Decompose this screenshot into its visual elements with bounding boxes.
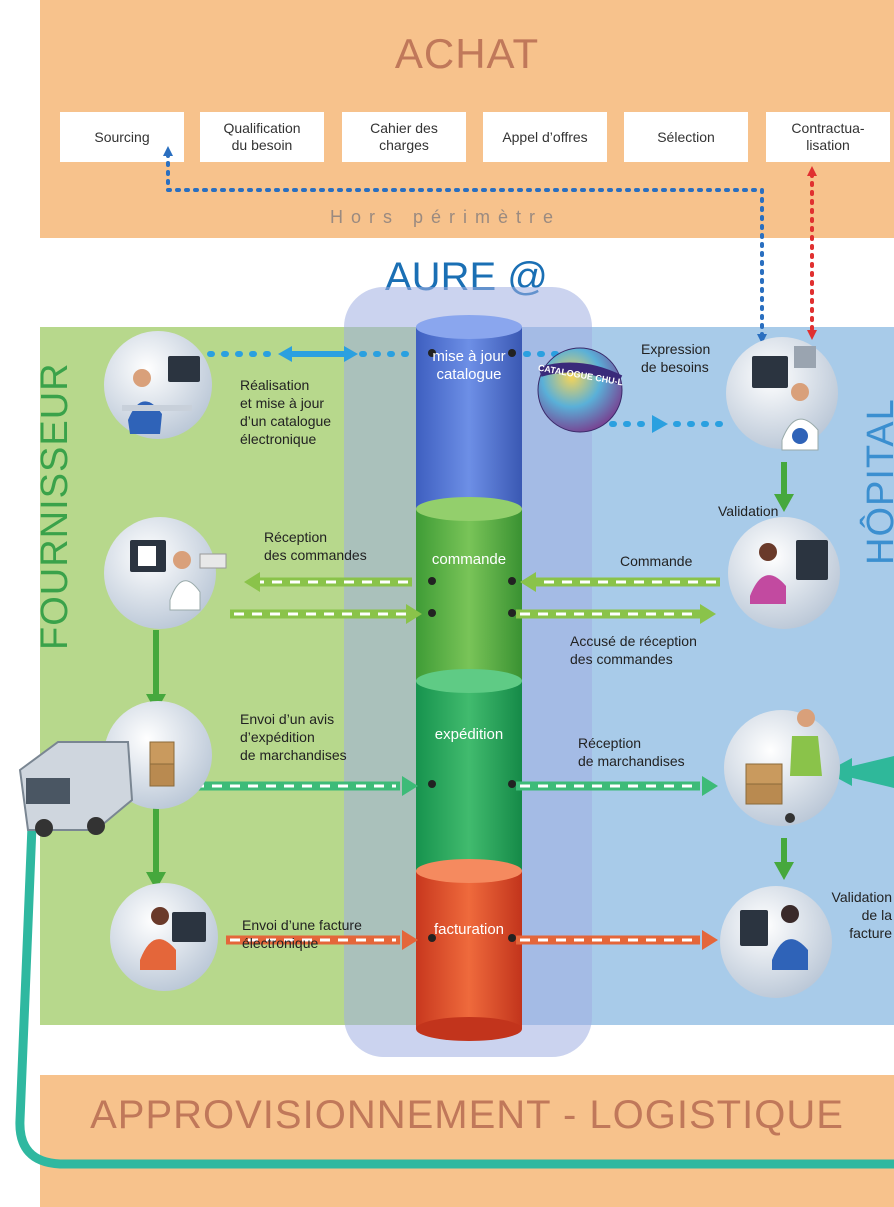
facturation-arrows <box>226 930 718 950</box>
step-selection: Sélection <box>624 112 748 162</box>
aure-cylinder <box>416 315 522 1041</box>
step-contractualisation: Contractua- lisation <box>766 112 890 162</box>
expedition-arrows <box>190 756 894 796</box>
scene-fournisseur-commandes <box>104 517 227 629</box>
delivery-truck-icon <box>18 741 134 837</box>
contrat-up-arrowhead-icon <box>807 166 817 176</box>
catalogue-to-hopital-arrowhead-icon <box>652 415 668 433</box>
label-commande: Commande <box>620 553 693 569</box>
scene-hopital-commande <box>728 517 840 629</box>
contrat-down-arrowhead-icon <box>807 330 817 340</box>
label-reception-commandes: Réception des commandes <box>264 529 367 563</box>
achat-title: ACHAT <box>394 30 540 77</box>
scene-fournisseur-facture <box>110 883 218 991</box>
scene-hopital-besoins <box>726 337 838 451</box>
step-cahier-des-charges: Cahier des charges <box>342 112 466 162</box>
cylinder-label-mise-a-jour: mise à jour catalogue <box>432 348 506 383</box>
catalogue-left-arrowhead-icon <box>278 346 292 362</box>
label-validation-facture: Validation de la facture <box>831 889 892 941</box>
label-accuse-reception: Accusé de réception des commandes <box>570 633 697 667</box>
appro-band <box>40 1075 894 1207</box>
catalogue-right-arrowhead-icon <box>344 346 358 362</box>
hors-perimetre-label: Hors périmètre <box>330 207 562 227</box>
label-expression-besoins: Expression de besoins <box>641 341 711 375</box>
label-avis-expedition: Envoi d’un avis d’expédition de marchand… <box>240 711 347 763</box>
step-qualification: Qualification du besoin <box>200 112 324 162</box>
scene-hopital-reception <box>724 709 840 826</box>
step-appel-offres: Appel d’offres <box>483 112 607 162</box>
step-sourcing: Sourcing <box>60 112 184 162</box>
sourcing-arrowhead-icon <box>163 146 173 156</box>
cylinder-label-expedition: expédition <box>434 726 504 743</box>
scene-hopital-facture <box>720 886 832 998</box>
label-envoi-facture: Envoi d’une facture électronique <box>242 917 362 951</box>
hors-perimetre-dotted-line <box>166 152 764 340</box>
label-realisation-catalogue: Réalisation et mise à jour d’un catalogu… <box>240 377 332 447</box>
besoins-arrowhead-icon <box>757 334 767 344</box>
label-reception-marchandises: Réception de marchandises <box>578 735 685 769</box>
label-validation: Validation <box>718 503 779 519</box>
cylinder-label-facturation: facturation <box>433 921 505 938</box>
logistique-loop-line <box>15 825 894 1169</box>
scene-fournisseur-catalogue <box>104 331 212 439</box>
commande-arrows <box>230 572 720 624</box>
logistique-incoming-arrowhead-icon <box>836 756 894 788</box>
catalogue-ball-icon: CATALOGUE CHU-L <box>537 347 624 433</box>
cylinder-label-commande: commande <box>431 551 507 568</box>
appro-title: APPROVISIONNEMENT - LOGISTIQUE <box>90 1093 844 1137</box>
